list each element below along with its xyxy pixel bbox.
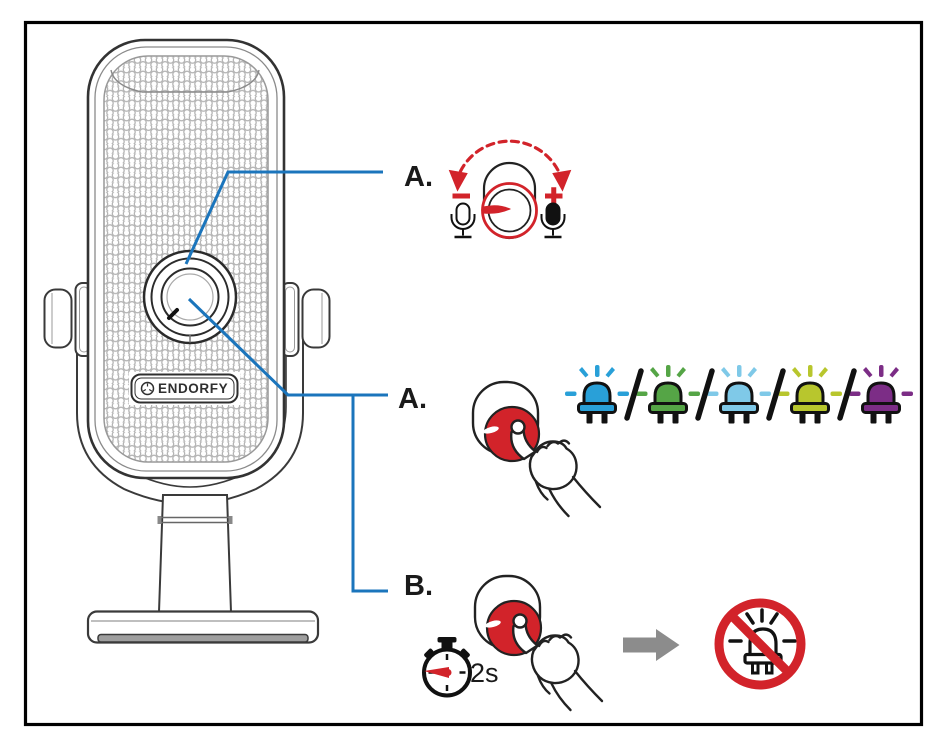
label-a-volume: A. [404,161,433,193]
hold-duration-text: 2s [470,658,499,688]
led-color-options [563,363,915,425]
callout-lines [184,170,388,593]
no-led-prohibition-icon [714,598,806,690]
callout-line-branch-b [351,396,388,593]
label-a-led: A. [398,383,427,415]
knob-needle [481,205,511,214]
mic-loud-icon [540,202,566,239]
volume-row: A. [404,139,572,240]
rotate-dial-icon [448,139,572,240]
left-thumbscrew [43,282,94,357]
stopwatch-needle [424,667,452,678]
label-b-led-off: B. [404,570,433,602]
led-color-row: A. [398,363,915,518]
led-off-row: B. 2s [404,570,806,712]
microphone-illustration: ENDORFY [43,38,331,644]
arrow-right-icon [623,629,680,661]
minus-symbol [452,193,470,199]
endorfy-badge: ENDORFY [129,372,240,405]
slash-separators [624,368,857,421]
knob-pointer-tick [167,308,179,320]
callout-line-gain-knob [184,170,383,265]
stand-base [86,610,320,644]
stopwatch-icon [422,637,472,698]
right-thumbscrew [280,282,331,357]
callout-line-led-button [187,297,388,397]
badge-text: ENDORFY [158,381,228,396]
endorfy-logo-icon [140,381,155,396]
mic-quiet-icon [450,202,476,239]
top-plate-seam [110,69,260,93]
stand-column [157,494,233,613]
gain-knob [142,249,238,345]
